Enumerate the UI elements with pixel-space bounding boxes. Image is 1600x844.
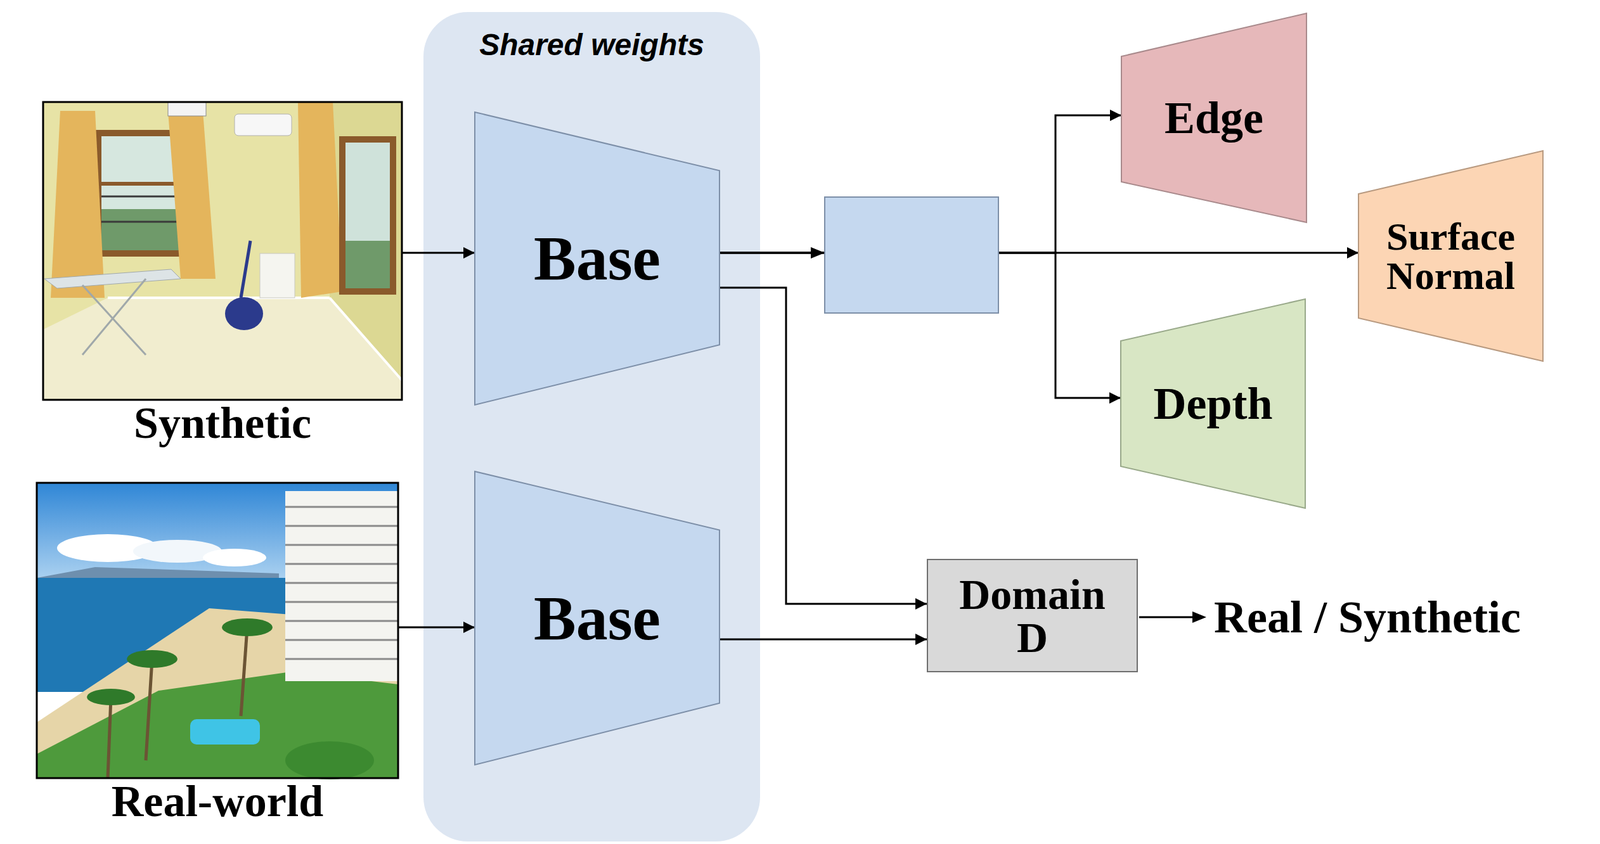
palm-leaves [126,650,178,669]
window-trees [101,209,184,251]
palm-trees [86,618,375,780]
mountain [36,567,279,579]
air-conditioner [234,114,292,136]
cloud [202,548,267,567]
shared-feature-box [824,197,999,314]
trapezoid-shape [474,112,720,406]
palm-leaves [86,689,136,706]
radiator [259,253,295,298]
ironing-board-leg [82,278,146,355]
skirting [107,296,330,300]
palm-leaves [221,618,273,637]
arrow-connector [719,638,927,641]
box-shape [927,559,1138,672]
node-label: Edge [1164,95,1264,141]
image-caption: Synthetic [43,401,402,446]
shared-weights-band [423,12,761,842]
arrow-connector [398,626,475,629]
window-bar [101,181,184,186]
edge-decoder: Edge [1121,13,1307,223]
trapezoid-shape [1121,13,1307,223]
arrow-head [810,247,825,259]
floor-line [285,525,399,528]
curtain [50,110,105,298]
real-world-image-node: Real-world [36,483,399,779]
window-frame [339,136,397,295]
band-heading: Shared weights [423,12,761,61]
surface-normal-decoder: Surface Normal [1358,150,1543,362]
window-trees [345,240,390,289]
curtain [167,110,216,279]
trapezoid-shape [1358,150,1543,362]
node-label: Domain D [947,573,1119,660]
trapezoid-shape [474,471,720,766]
node-label: Base [533,587,661,651]
arrow-head [1192,611,1207,624]
floor-line [285,563,399,566]
shared-weights-band: Shared weightsBaseBase [423,12,761,842]
palm-trunk [240,627,248,717]
palm-trunk [107,697,111,779]
picture-border [36,483,399,779]
floor-line [285,658,399,661]
railing [101,221,184,224]
railing [101,195,184,198]
skirting [329,297,402,381]
lamp [167,102,207,117]
window-glass [345,142,390,289]
ironing-board [44,269,181,289]
building-floors [285,507,399,660]
trapezoid-shape [1120,299,1306,509]
domain-discriminator: Domain D [926,559,1138,673]
floor-line [285,639,399,642]
vacuum-hose [240,240,251,298]
palm-trunk [145,659,153,761]
output-label: Real / Synthetic [1213,594,1521,641]
back-wall [43,102,402,400]
building [285,491,399,682]
node-label: Depth [1153,380,1273,427]
real-world-beach-picture [36,483,399,780]
node-label: Base [533,226,661,291]
floor-line [285,601,399,604]
synthetic-room-picture [43,102,402,400]
floor-line [285,544,399,547]
bushes [285,741,375,780]
picture-border [43,102,402,400]
pool [190,719,260,745]
floor-line [285,582,399,585]
synthetic-image-node: Synthetic [43,102,402,400]
floor [43,297,402,400]
arrow-connector [401,252,475,255]
arrow-connector [719,287,927,605]
output-arrow-line [1139,616,1195,619]
vacuum-cleaner [225,297,264,331]
image-caption: Real-world [36,779,399,825]
node-label: Surface Normal [1371,216,1531,296]
floor-line [285,620,399,623]
floor-line [285,506,399,509]
depth-decoder: Depth [1120,299,1306,509]
base-encoder: Base [474,112,720,406]
curtain [297,102,343,298]
base-encoder: Base [474,471,720,766]
